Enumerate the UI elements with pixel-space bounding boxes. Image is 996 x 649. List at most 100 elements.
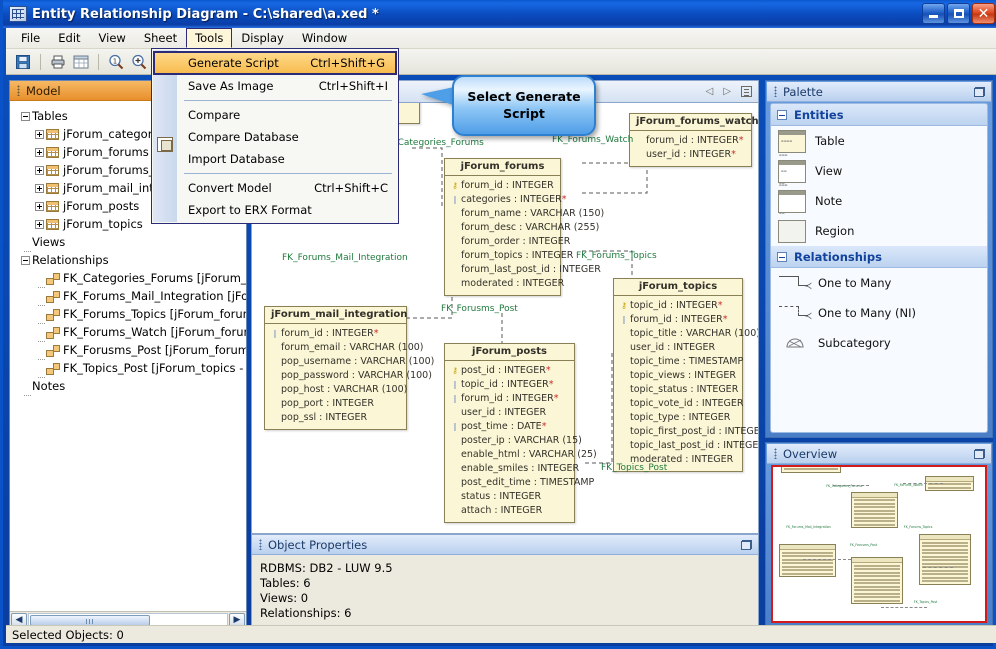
panel-grip-icon[interactable] <box>774 86 777 97</box>
tree-item-relationship[interactable]: FK_Categories_Forums [jForum_categories … <box>18 269 246 288</box>
tree-item-table[interactable]: jForum_topics <box>18 215 246 233</box>
model-panel-label: Model <box>26 83 61 98</box>
tree-expand-icon[interactable] <box>32 147 46 157</box>
tree-item-group[interactable]: Relationships <box>18 251 246 269</box>
menu-item-compare[interactable]: Compare <box>152 104 398 126</box>
palette-group-relationships[interactable]: Relationships <box>771 246 987 268</box>
palette-item-view[interactable]: ▬▬▬▬▬▬▬▬▬View <box>771 156 987 214</box>
tree-item-relationship[interactable]: FK_Forums_Mail_Integration [jForum_forum… <box>18 287 246 306</box>
grid-icon[interactable] <box>71 52 91 72</box>
er-table-title: jForum_posts <box>445 344 574 361</box>
er-table-jforum_topics[interactable]: jForum_topics⚷topic_id : INTEGER*❘forum_… <box>613 278 758 472</box>
er-table-jforum_forums[interactable]: jForum_forums⚷forum_id : INTEGER❘categor… <box>444 158 604 296</box>
menu-sheet[interactable]: Sheet <box>143 31 178 45</box>
scroll-thumb[interactable] <box>30 614 150 626</box>
print-icon[interactable] <box>48 52 68 72</box>
tree-collapse-icon[interactable] <box>18 111 32 121</box>
overview-table-row <box>854 592 901 595</box>
object-properties-label: Object Properties <box>268 537 368 552</box>
palette-item-label: Subcategory <box>818 336 891 350</box>
tree-collapse-icon[interactable] <box>18 255 32 265</box>
tree-item-table[interactable]: jForum_categories <box>18 125 246 143</box>
save-icon[interactable] <box>13 52 33 72</box>
er-column: topic_first_post_id : INTEGER <box>618 425 758 439</box>
tree-item-label: FK_Categories_Forums [jForum_categories … <box>63 271 246 285</box>
menu-item-compare-database[interactable]: Compare Database <box>152 126 398 148</box>
restore-icon[interactable] <box>974 448 985 459</box>
menu-tools[interactable]: Tools <box>186 28 233 48</box>
panel-grip-icon[interactable] <box>17 85 20 96</box>
maximize-button[interactable] <box>947 3 970 24</box>
panel-grip-icon[interactable] <box>774 448 777 459</box>
overview-table-row <box>854 599 901 602</box>
er-column-label: user_id : INTEGER <box>646 149 732 160</box>
tree-expand-icon[interactable] <box>32 219 46 229</box>
tree-item-relationship[interactable]: FK_Forums_Topics [jForum_forums - jForum… <box>18 305 246 324</box>
minimize-button[interactable] <box>922 3 945 24</box>
palette-item-one-to-many[interactable]: ≺One to Many <box>771 268 987 298</box>
window-controls: ✕ <box>922 3 995 24</box>
er-table-jforum_posts[interactable]: jForum_posts⚷post_id : INTEGER*❘topic_id… <box>444 343 597 523</box>
tree-item-relationship[interactable]: FK_Forusms_Post [jForum_forums - jForum_… <box>18 341 246 360</box>
er-column-label: topic_type : INTEGER <box>630 412 731 423</box>
menu-item-import-database[interactable]: Import Database <box>152 148 398 170</box>
er-column-label: pop_port : INTEGER <box>281 398 375 409</box>
overview-table-row <box>921 548 968 551</box>
tree-item-group[interactable]: Notes <box>18 377 246 396</box>
tree-item-table[interactable]: jForum_posts <box>18 197 246 215</box>
er-column: forum_order : INTEGER <box>449 235 570 249</box>
restore-icon[interactable] <box>741 539 752 550</box>
er-column-label: pop_ssl : INTEGER <box>281 412 368 423</box>
er-column-label: topic_vote_id : INTEGER <box>630 398 744 409</box>
er-column: enable_html : VARCHAR (25) <box>449 448 597 462</box>
tab-prev-icon[interactable]: ◁ <box>705 86 714 97</box>
er-column: topic_type : INTEGER <box>618 411 736 425</box>
tree-expand-icon[interactable] <box>32 129 46 139</box>
er-column-label: forum_email : VARCHAR (100) <box>281 342 424 353</box>
overview-table-row <box>782 562 834 565</box>
palette-item-one-to-many-ni-[interactable]: ≺One to Many (NI) <box>771 298 987 328</box>
tab-list-icon[interactable] <box>741 86 752 97</box>
tree-expand-icon[interactable] <box>32 201 46 211</box>
menu-view[interactable]: View <box>98 31 126 45</box>
panel-grip-icon[interactable] <box>259 539 262 550</box>
menu-display[interactable]: Display <box>241 31 284 45</box>
er-column: forum_topics : INTEGER <box>449 249 573 263</box>
menu-file[interactable]: File <box>21 31 41 45</box>
palette-item-subcategory[interactable]: Subcategory <box>771 328 987 358</box>
zoom-in-icon[interactable] <box>129 52 149 72</box>
tree-item-relationship[interactable]: FK_Topics_Post [jForum_topics - jForum_p… <box>18 359 246 378</box>
overview-table <box>851 557 904 605</box>
palette-group-entities[interactable]: Entities <box>771 104 987 126</box>
close-button[interactable]: ✕ <box>972 3 995 24</box>
tree-item-relationship[interactable]: FK_Forums_Watch [jForum_forums - jForum_… <box>18 323 246 342</box>
overview-table-row <box>854 571 901 574</box>
collapse-icon[interactable] <box>777 109 787 120</box>
restore-icon[interactable] <box>974 86 985 97</box>
menu-item-export-to-erx-format[interactable]: Export to ERX Format <box>152 199 398 221</box>
menu-edit[interactable]: Edit <box>58 31 81 45</box>
overview-relationship-label: FK_Forums_Topics <box>903 524 933 529</box>
tree-expand-icon[interactable] <box>32 183 46 193</box>
tree-item-table[interactable]: jForum_forums <box>18 143 246 161</box>
zoom-actual-icon[interactable]: 1 <box>106 52 126 72</box>
tab-next-icon[interactable]: ▷ <box>723 86 731 97</box>
palette-item-table[interactable]: ▬▬▬▬▬▬▬▬▬▬▬▬▬Table <box>771 126 987 184</box>
er-table-jforum_mail_integration[interactable]: jForum_mail_integration❘forum_id : INTEG… <box>264 306 434 430</box>
menu-window[interactable]: Window <box>301 31 348 45</box>
tree-expand-icon[interactable] <box>32 165 46 175</box>
tree-item-group[interactable]: Views <box>18 233 246 252</box>
tree-item-group[interactable]: Tables <box>18 107 246 125</box>
tree-item-label: Tables <box>32 109 68 123</box>
collapse-icon[interactable] <box>777 251 787 262</box>
model-horizontal-scrollbar[interactable]: ◀ ▶ <box>10 611 246 628</box>
palette-item-region[interactable]: Region <box>771 216 987 246</box>
palette-item-note[interactable]: Note <box>771 186 987 216</box>
